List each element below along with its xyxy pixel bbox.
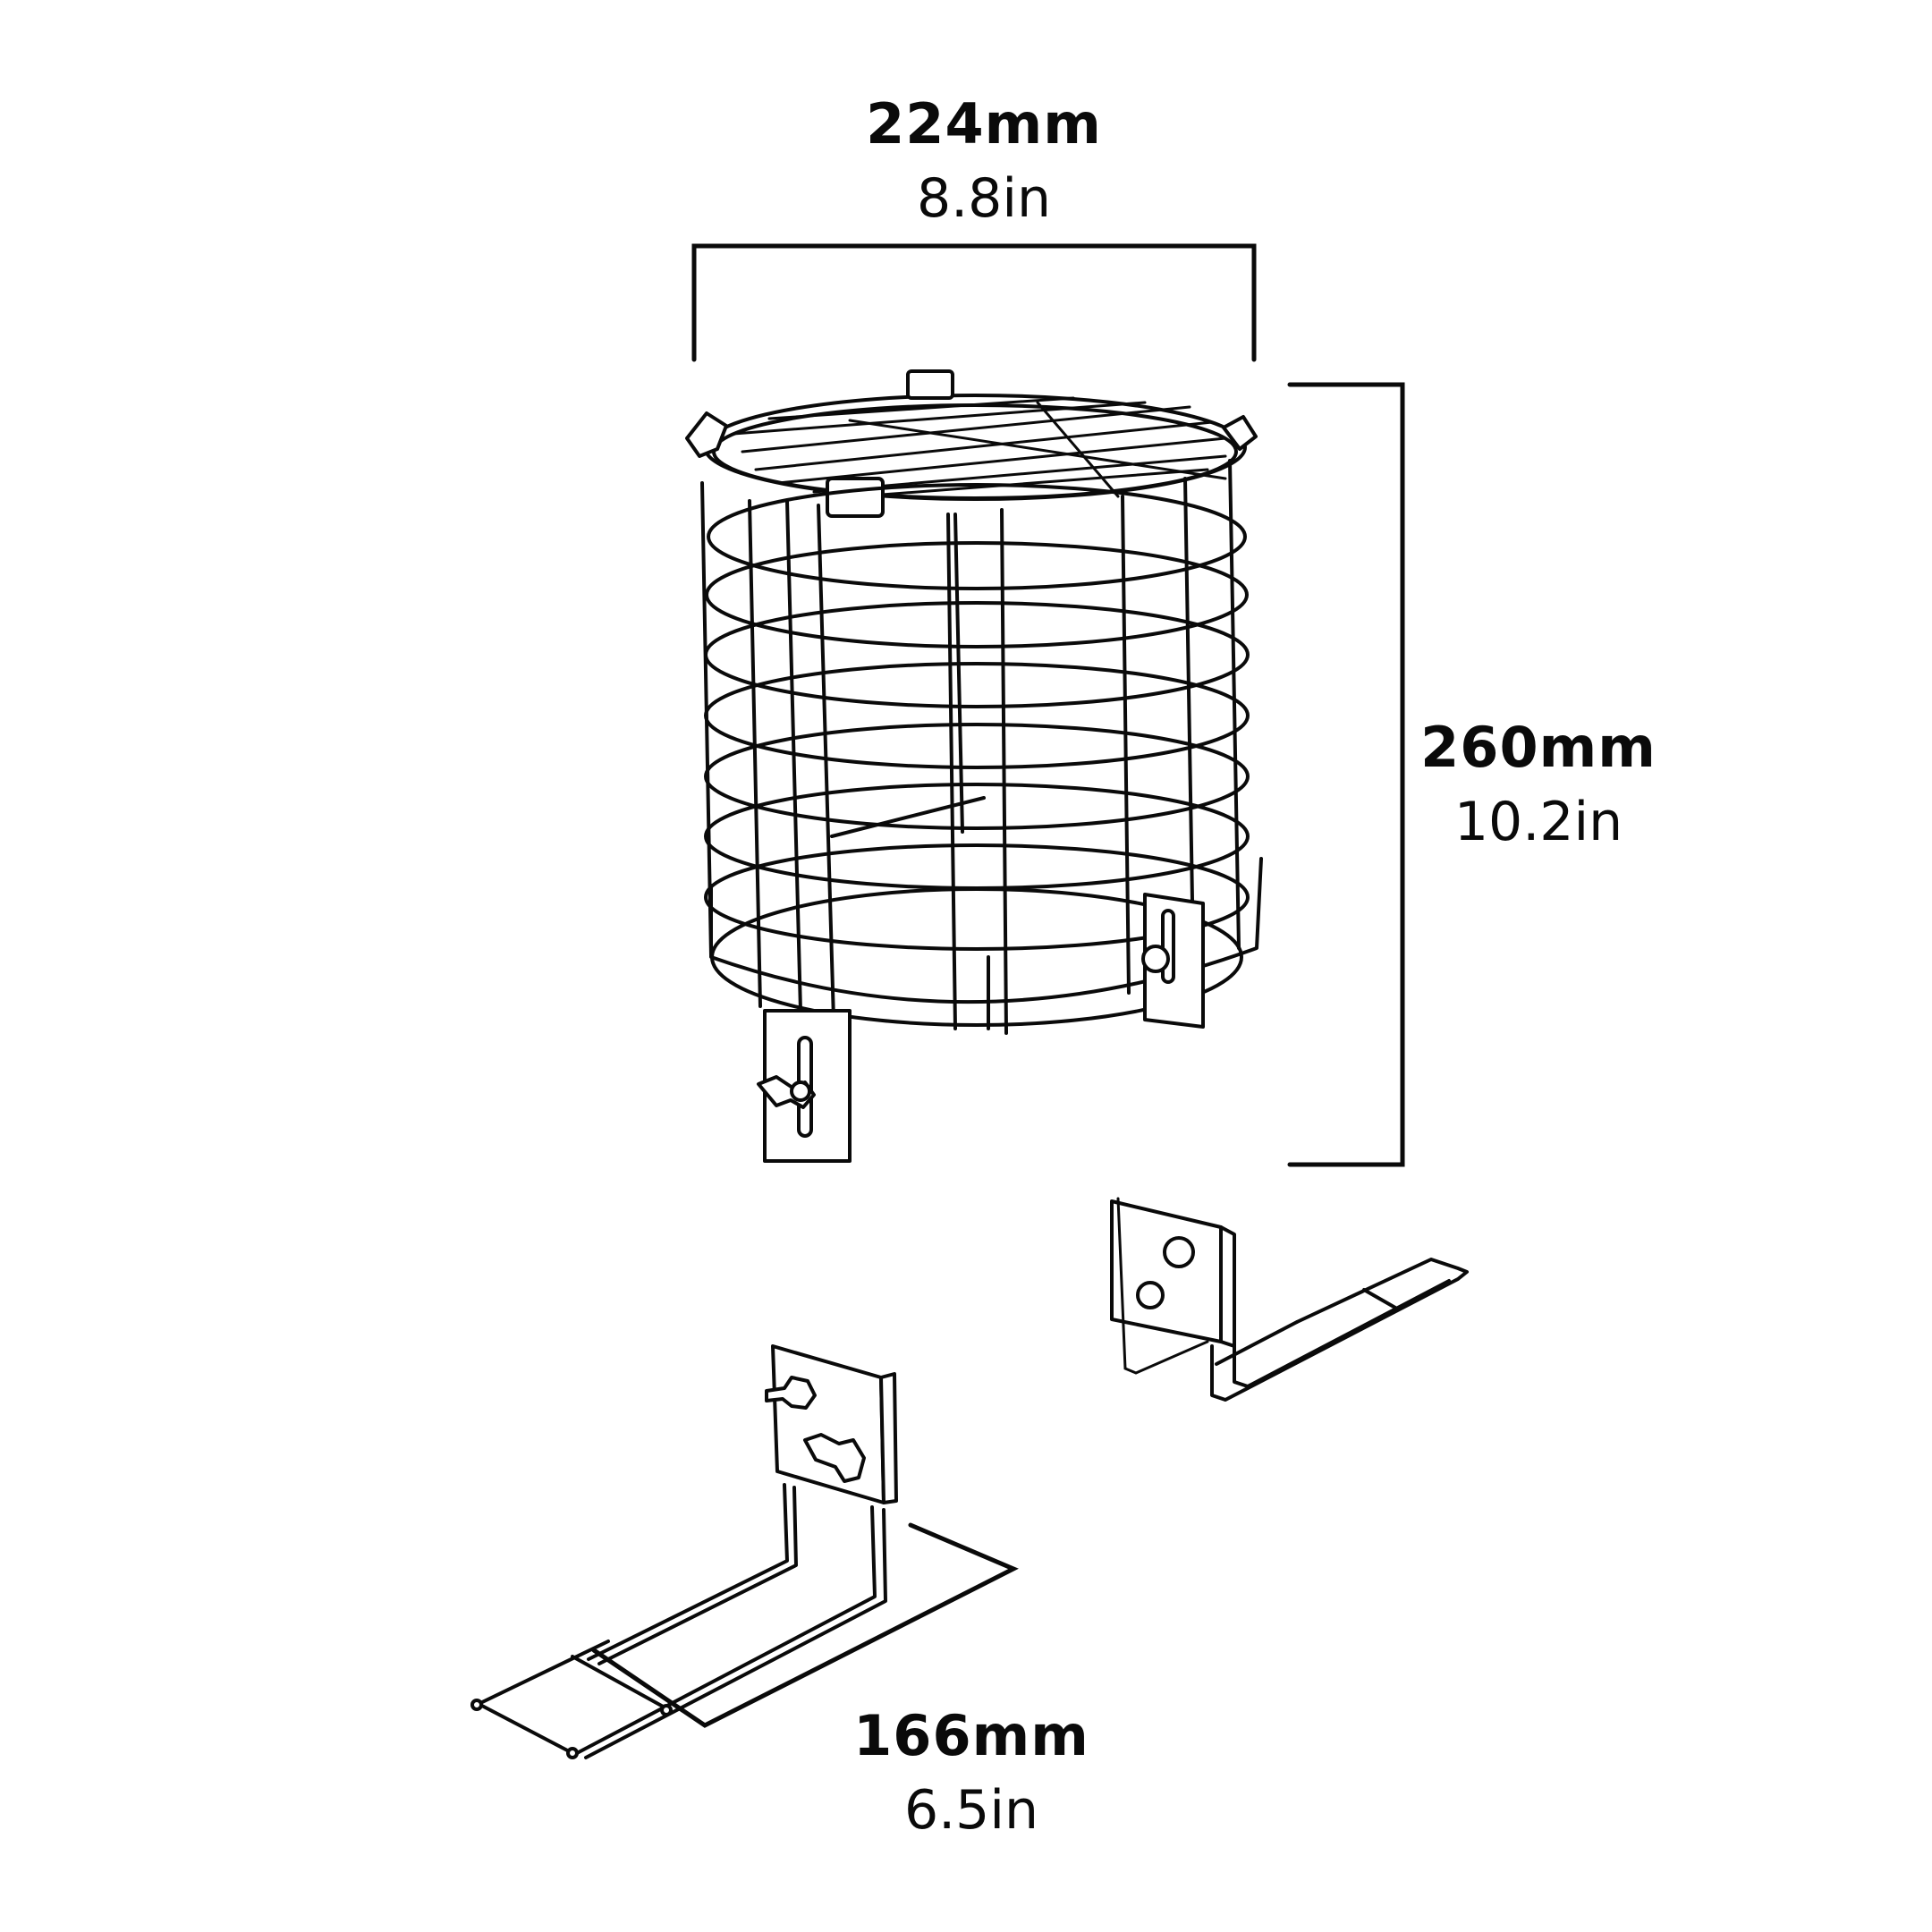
height-mm: 260mm [1420,715,1657,780]
height-label: 260mm 10.2in [1360,715,1717,853]
height-dimension-line [1287,382,1405,1167]
width-mm: 224mm [866,91,1102,157]
width-label: 224mm 8.8in [805,91,1163,230]
depth-mm: 166mm [853,1703,1089,1768]
depth-dimension-line [591,1522,1019,1728]
width-dimension-line [691,243,1257,362]
depth-label: 166mm 6.5in [792,1703,1150,1842]
height-in: 10.2in [1453,791,1623,853]
width-in: 8.8in [916,167,1052,230]
wall-bracket-right [1110,1197,1469,1402]
wall-bracket-left [470,1344,898,1759]
depth-in: 6.5in [903,1779,1039,1842]
wire-cage [685,369,1263,1163]
